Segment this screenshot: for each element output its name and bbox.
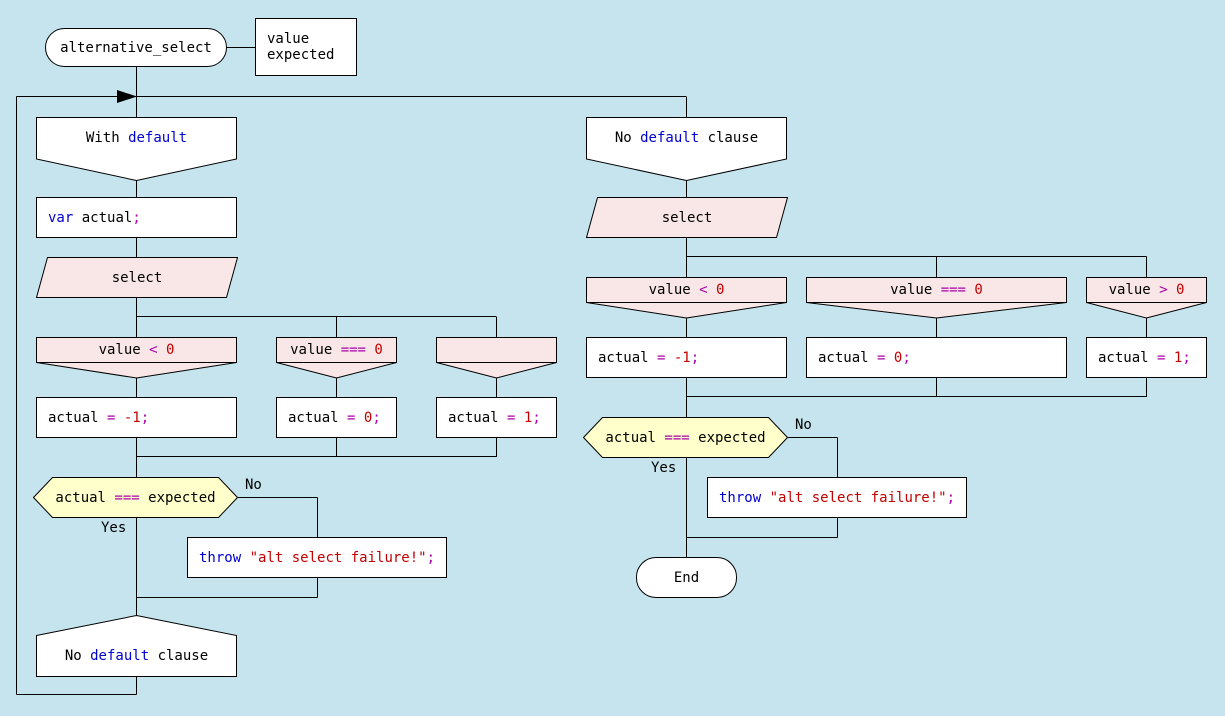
- branch-header-shape: [586, 117, 787, 181]
- question-label: actual === expected: [605, 429, 766, 446]
- question-shape: [33, 477, 238, 518]
- label-no: No: [245, 477, 262, 493]
- connector-line: [686, 437, 838, 538]
- case-header-notch: [806, 302, 1067, 319]
- action-throw-right[interactable]: throw "alt select failure!";: [707, 477, 967, 518]
- action-actual-1-right[interactable]: actual = 1;: [1086, 337, 1207, 378]
- connector-line: [136, 377, 497, 398]
- branch-header-with-default[interactable]: With default: [36, 117, 237, 181]
- connector-line: [136, 316, 497, 338]
- io-select-label: select: [661, 209, 713, 226]
- case-header-notch: [1086, 302, 1207, 319]
- case-header-value-eq-0[interactable]: value === 0: [276, 337, 397, 363]
- case-header-empty[interactable]: [436, 337, 557, 363]
- branch-footer-label: No default clause: [64, 648, 209, 664]
- connector-line: [16, 96, 687, 695]
- case-header-value-lt-0-right[interactable]: value < 0: [586, 277, 787, 303]
- end-label: End: [673, 569, 700, 586]
- connector-line: [686, 256, 1147, 278]
- io-shape: [36, 257, 238, 298]
- case-header-value-eq-0-right[interactable]: value === 0: [806, 277, 1067, 303]
- action-actual-1[interactable]: actual = 1;: [436, 397, 557, 438]
- io-select-left[interactable]: select: [36, 257, 238, 298]
- branch-footer-shape: [36, 615, 237, 677]
- end-node[interactable]: End: [636, 557, 737, 598]
- case-header-notch: [36, 362, 237, 379]
- branch-header-label: No default clause: [614, 130, 759, 146]
- question-actual-eq-expected-left[interactable]: actual === expected: [33, 477, 238, 518]
- io-select-right[interactable]: select: [586, 197, 788, 238]
- action-actual-0-right[interactable]: actual = 0;: [806, 337, 1067, 378]
- arrowhead-icon: [117, 90, 137, 103]
- question-label: actual === expected: [55, 489, 216, 506]
- start-label: alternative_select: [60, 39, 212, 56]
- label-no: No: [795, 417, 812, 433]
- action-var-declaration[interactable]: var actual;: [36, 197, 237, 238]
- case-header-notch: [276, 362, 397, 379]
- action-throw-left[interactable]: throw "alt select failure!";: [187, 537, 447, 578]
- label-yes: Yes: [651, 460, 677, 476]
- question-shape: [583, 417, 788, 458]
- action-actual-neg1[interactable]: actual = -1;: [36, 397, 237, 438]
- branch-header-label: With default: [85, 130, 188, 146]
- connector-line: [686, 377, 1147, 418]
- branch-footer-no-default-clause[interactable]: No default clause: [36, 615, 237, 677]
- parameters-text: value expected: [267, 31, 335, 63]
- connector-line: [686, 317, 1147, 338]
- case-header-value-gt-0[interactable]: value > 0: [1086, 277, 1207, 303]
- action-actual-neg1-right[interactable]: actual = -1;: [586, 337, 787, 378]
- label-yes: Yes: [101, 520, 127, 536]
- branch-header-shape: [36, 117, 237, 181]
- branch-header-no-default-clause[interactable]: No default clause: [586, 117, 787, 181]
- case-header-notch: [586, 302, 787, 319]
- case-header-value-lt-0[interactable]: value < 0: [36, 337, 237, 363]
- case-header-notch: [436, 362, 557, 379]
- connector-line: [136, 437, 497, 478]
- start-node[interactable]: alternative_select: [45, 28, 227, 67]
- parameters-box[interactable]: value expected: [255, 18, 357, 76]
- io-select-label: select: [111, 269, 163, 286]
- connector-line: [136, 497, 318, 598]
- question-actual-eq-expected-right[interactable]: actual === expected: [583, 417, 788, 458]
- io-shape: [586, 197, 788, 238]
- action-actual-0[interactable]: actual = 0;: [276, 397, 397, 438]
